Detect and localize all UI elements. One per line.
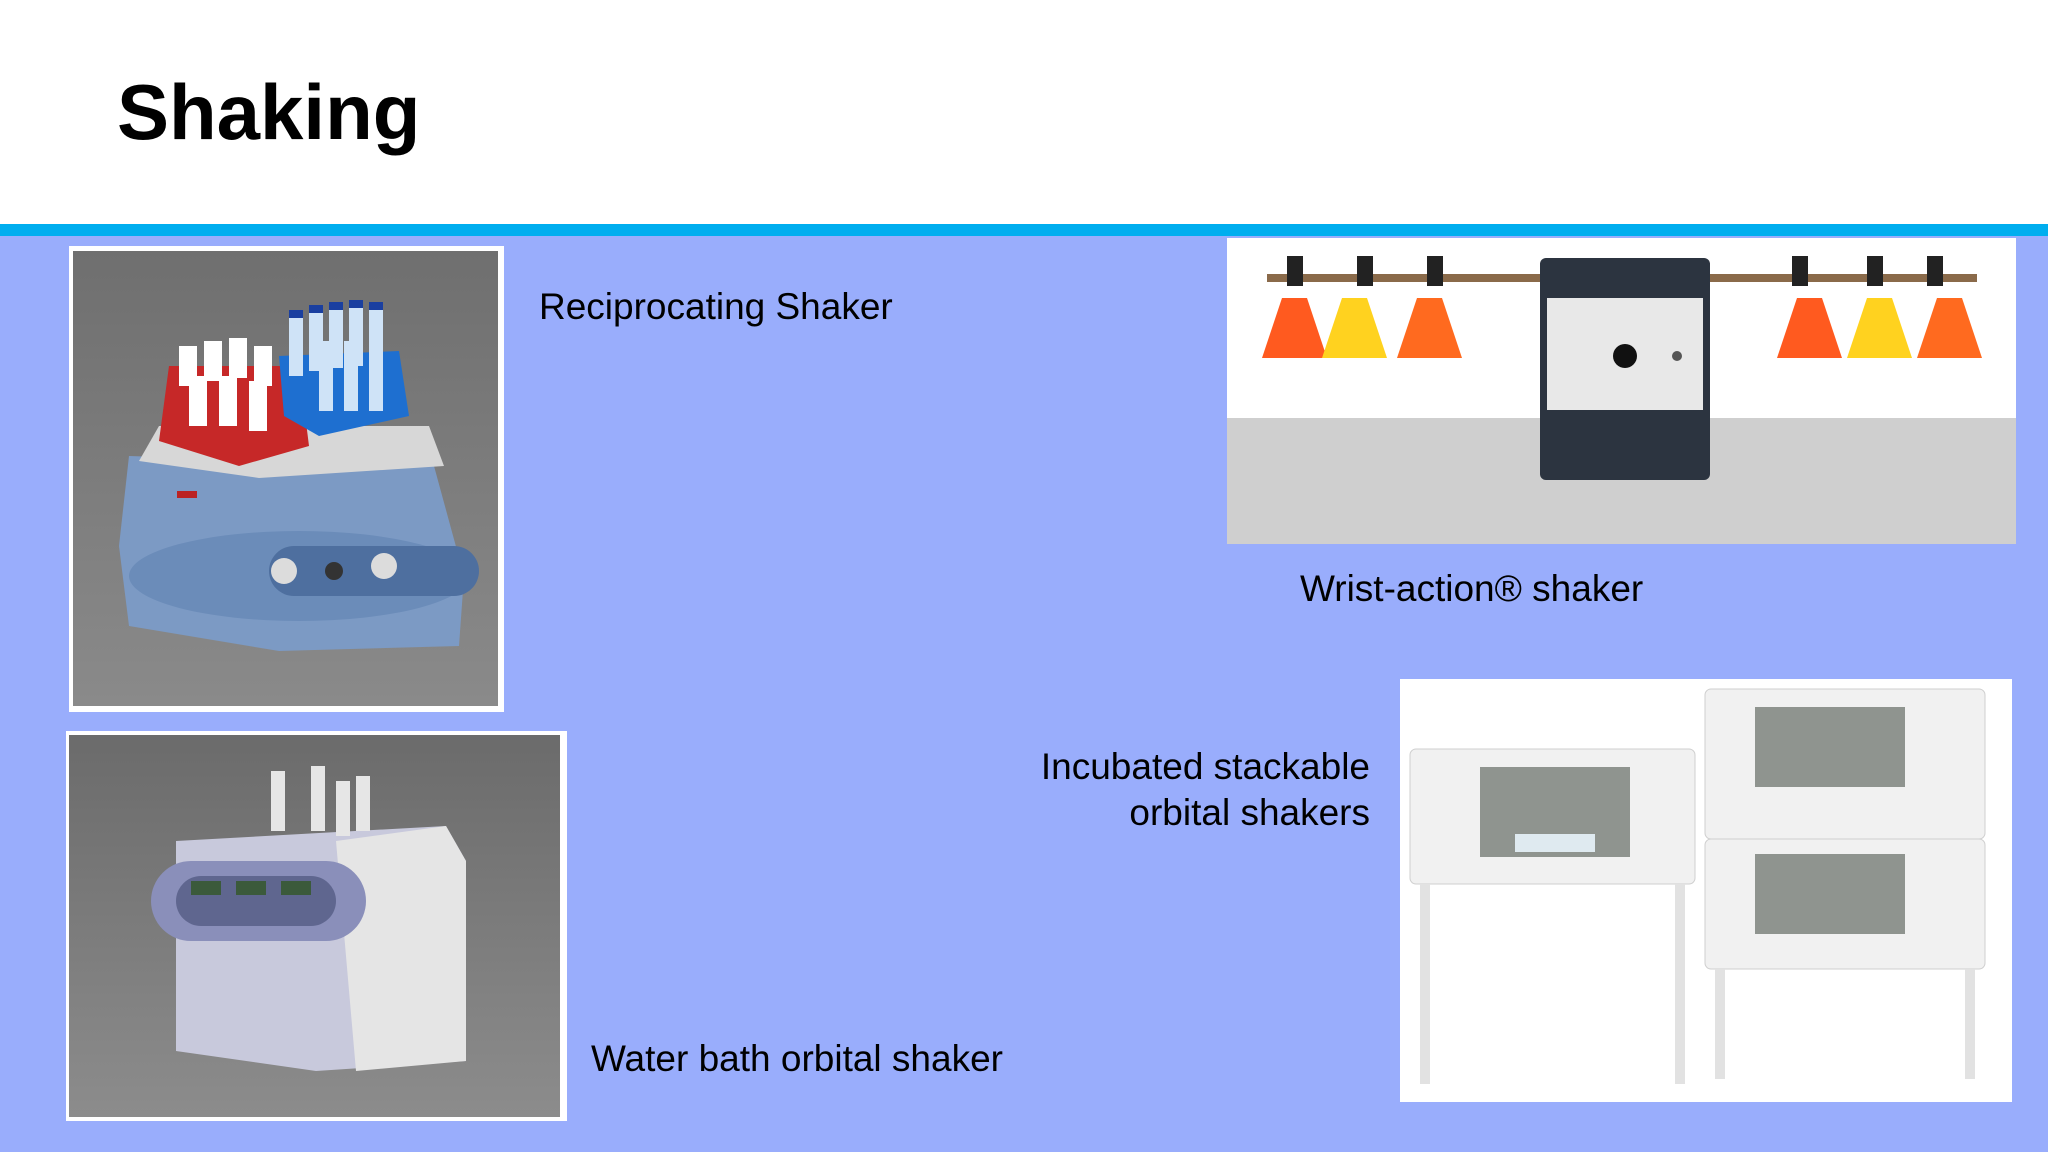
incubated-shaker-caption-line2: orbital shakers: [1129, 792, 1370, 833]
slide-header: Shaking: [0, 0, 2048, 224]
accent-divider: [0, 224, 2048, 236]
water-bath-shaker-photo: [66, 731, 567, 1121]
incubated-orbital-shakers-photo: [1400, 679, 2012, 1102]
wrist-action-shaker-photo: [1227, 238, 2016, 544]
water-bath-shaker-caption: Water bath orbital shaker: [591, 1038, 1003, 1079]
wrist-action-shaker-caption: Wrist-action® shaker: [1300, 568, 1644, 609]
incubated-shaker-caption: Incubated stackable orbital shakers: [960, 744, 1370, 836]
reciprocating-shaker-photo: [69, 246, 504, 712]
incubated-shaker-caption-line1: Incubated stackable: [1040, 746, 1370, 787]
slide-title: Shaking: [117, 68, 421, 156]
reciprocating-shaker-caption: Reciprocating Shaker: [539, 286, 893, 327]
